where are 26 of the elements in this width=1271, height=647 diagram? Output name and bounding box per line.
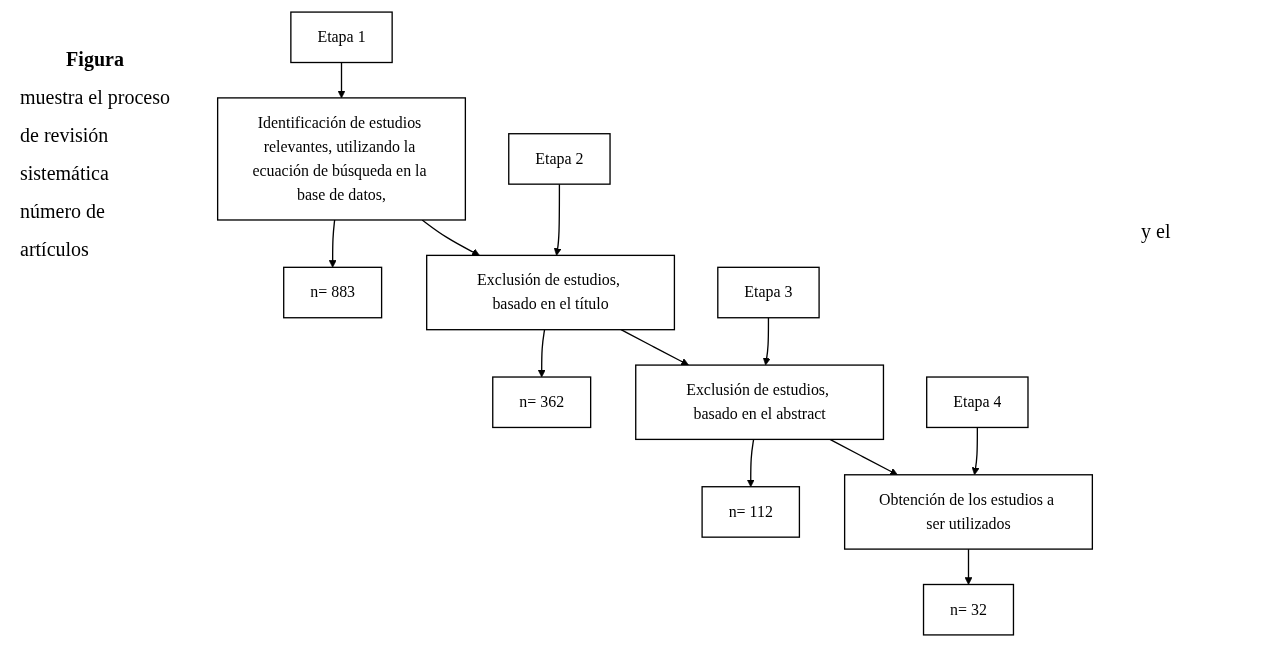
node-box: n= 32 — [922, 583, 1015, 636]
node-box: Exclusión de estudios, basado en el título — [426, 254, 676, 331]
arrow — [971, 426, 980, 476]
arrow — [746, 438, 755, 488]
arrow — [553, 183, 562, 256]
node-box: n= 883 — [283, 266, 383, 319]
node-box: Etapa 2 — [508, 133, 611, 185]
node-box: Exclusión de estudios, basado en el abstract — [635, 364, 885, 441]
node-box: Identificación de estudios relevantes, utilizando la ecuación de búsqueda en la base de datos, — [216, 97, 467, 221]
arrow — [421, 219, 480, 256]
arrow — [620, 329, 689, 366]
node-box: Obtención de los estudios a ser utilizados — [843, 474, 1094, 550]
arrow — [337, 61, 346, 99]
figure-heading: Figura — [65, 47, 125, 73]
arrow — [829, 438, 898, 476]
node-box: n= 362 — [492, 376, 592, 429]
node-box: Etapa 1 — [290, 11, 393, 64]
body-text: y el — [1141, 220, 1172, 243]
arrow — [762, 317, 771, 366]
node-box: Etapa 3 — [717, 266, 820, 319]
arrow — [328, 219, 337, 268]
arrow — [964, 548, 973, 585]
node-box: Etapa 4 — [926, 376, 1029, 429]
node-box: n= 112 — [701, 486, 801, 538]
arrow — [537, 329, 546, 378]
body-text: número de artículos — [20, 199, 106, 262]
